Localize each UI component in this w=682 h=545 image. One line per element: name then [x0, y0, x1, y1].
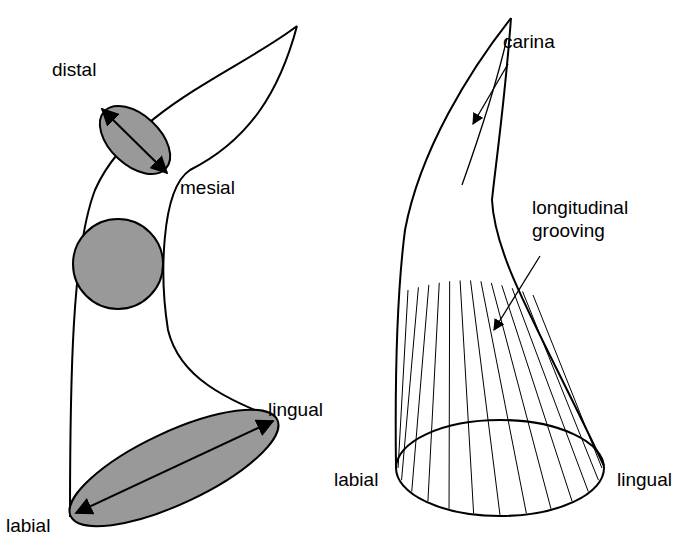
- groove-line: [449, 281, 451, 508]
- groove-line: [481, 281, 526, 513]
- direction-label: labial: [334, 468, 378, 491]
- cross-section-upper: [87, 93, 183, 187]
- groove-line: [512, 288, 588, 491]
- direction-label: lingual: [617, 468, 672, 491]
- crown-outline: [396, 18, 604, 468]
- groove-line: [523, 291, 599, 480]
- carina-line: [462, 38, 507, 185]
- part-label: longitudinal grooving: [532, 196, 672, 242]
- groove-line: [398, 290, 408, 468]
- dimension-arrow: [102, 109, 167, 173]
- direction-label: distal: [52, 58, 96, 81]
- cross-section-base: [55, 387, 292, 545]
- leader-line: [473, 64, 508, 124]
- dimension-arrow: [76, 421, 273, 513]
- groove-line: [412, 285, 429, 492]
- direction-label: mesial: [180, 176, 235, 199]
- crown-base: [396, 420, 604, 516]
- grooving-lines: [398, 280, 602, 515]
- groove-line: [460, 280, 474, 513]
- direction-label: labial: [6, 514, 50, 537]
- groove-line: [402, 287, 419, 480]
- groove-line: [471, 281, 501, 516]
- groove-line: [502, 285, 572, 501]
- groove-line: [533, 295, 602, 468]
- direction-label: lingual: [268, 398, 323, 421]
- groove-line: [428, 283, 439, 501]
- part-label: carina: [503, 30, 555, 53]
- cross-section-middle: [73, 219, 163, 309]
